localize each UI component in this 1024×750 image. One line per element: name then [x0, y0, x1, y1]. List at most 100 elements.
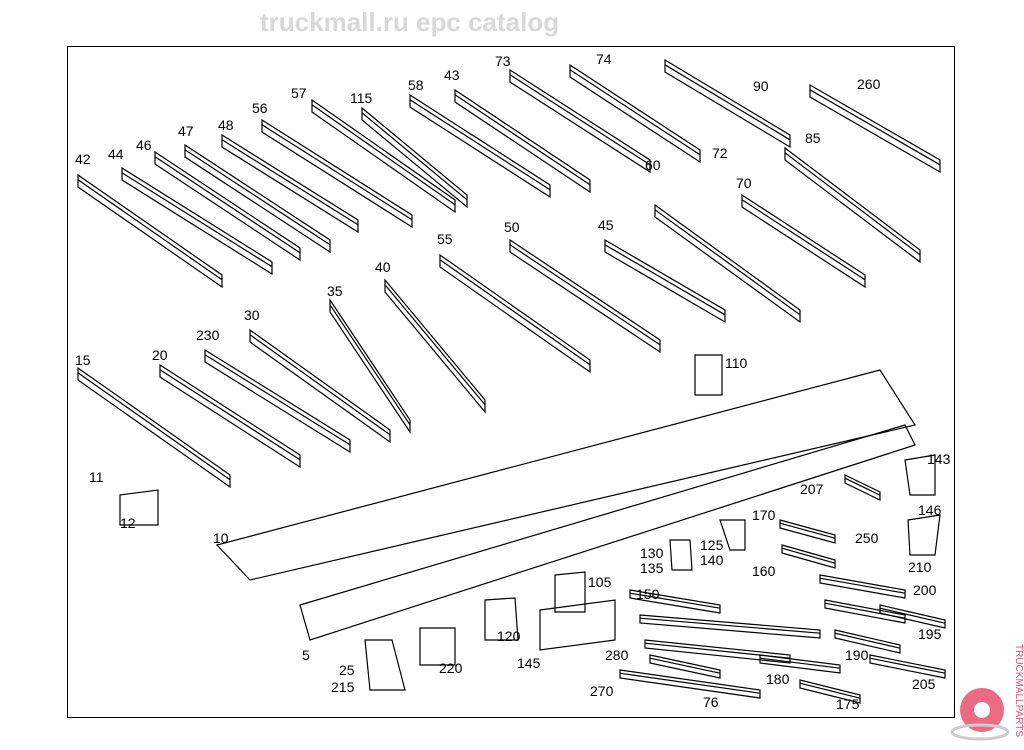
part-label-190[interactable]: 190 — [845, 647, 869, 663]
part-label-195[interactable]: 195 — [918, 626, 942, 642]
part-label-207[interactable]: 207 — [800, 481, 824, 497]
small-plate-13-edge — [869, 657, 946, 674]
part-label-120[interactable]: 120 — [497, 628, 521, 644]
cross-member-6-edge — [311, 104, 456, 206]
part-label-175[interactable]: 175 — [836, 696, 860, 712]
part-label-11[interactable]: 11 — [89, 469, 104, 485]
part-label-125[interactable]: 125 — [700, 537, 724, 553]
small-plate-0-edge — [844, 477, 881, 496]
cross-member-2-edge — [154, 156, 301, 254]
part-label-105[interactable]: 105 — [588, 574, 612, 590]
small-plate-12 — [799, 679, 861, 704]
part-label-135[interactable]: 135 — [640, 560, 664, 576]
part-label-260[interactable]: 260 — [857, 76, 881, 92]
part-label-47[interactable]: 47 — [178, 123, 194, 139]
part-label-280[interactable]: 280 — [605, 647, 629, 663]
part-label-48[interactable]: 48 — [218, 117, 234, 133]
bracket-220 — [419, 627, 456, 666]
cross-member-23-edge — [204, 354, 351, 446]
part-label-44[interactable]: 44 — [108, 146, 124, 162]
cross-member-9-edge — [454, 94, 591, 186]
part-label-160[interactable]: 160 — [752, 563, 776, 579]
small-plate-9-edge — [629, 592, 721, 609]
small-plate-3-edge — [819, 577, 906, 594]
part-label-270[interactable]: 270 — [590, 683, 614, 699]
part-label-15[interactable]: 15 — [75, 352, 91, 368]
part-label-57[interactable]: 57 — [291, 85, 307, 101]
part-label-150[interactable]: 150 — [636, 586, 660, 602]
part-label-5[interactable]: 5 — [302, 647, 310, 663]
part-label-12[interactable]: 12 — [120, 515, 136, 531]
bracket-12 — [119, 489, 159, 526]
part-label-90[interactable]: 90 — [753, 78, 769, 94]
part-label-200[interactable]: 200 — [913, 582, 937, 598]
part-label-55[interactable]: 55 — [437, 231, 453, 247]
part-label-10[interactable]: 10 — [213, 530, 229, 546]
cross-member-16 — [654, 203, 801, 324]
cross-member-12-edge — [664, 64, 791, 141]
bracket-146 — [907, 514, 941, 556]
part-label-74[interactable]: 74 — [596, 51, 612, 67]
part-label-130[interactable]: 130 — [640, 545, 664, 561]
cross-member-3-edge — [184, 149, 331, 246]
cross-member-22-edge — [249, 334, 391, 436]
cross-member-1-edge — [121, 172, 273, 268]
part-label-110[interactable]: 110 — [725, 355, 748, 371]
part-label-140[interactable]: 140 — [700, 552, 724, 568]
small-plate-2 — [781, 544, 836, 569]
small-plate-2-edge — [781, 547, 836, 564]
part-label-146[interactable]: 146 — [918, 502, 942, 518]
bracket-145 — [539, 599, 616, 651]
part-label-115[interactable]: 115 — [350, 90, 373, 106]
part-label-250[interactable]: 250 — [855, 530, 879, 546]
part-label-42[interactable]: 42 — [75, 151, 91, 167]
cross-member-19-edge — [439, 259, 591, 366]
cross-member-4 — [221, 133, 359, 234]
part-label-20[interactable]: 20 — [152, 347, 168, 363]
bracket-120 — [484, 597, 519, 641]
part-label-220[interactable]: 220 — [439, 660, 463, 676]
part-label-73[interactable]: 73 — [495, 53, 511, 69]
part-label-43[interactable]: 43 — [444, 67, 460, 83]
part-label-143[interactable]: 143 — [927, 451, 951, 467]
cross-member-14 — [784, 146, 921, 264]
part-label-45[interactable]: 45 — [598, 217, 614, 233]
part-label-60[interactable]: 60 — [645, 157, 661, 173]
part-label-180[interactable]: 180 — [766, 671, 790, 687]
part-label-215[interactable]: 215 — [331, 679, 355, 695]
small-plate-12-edge — [799, 682, 861, 699]
part-label-58[interactable]: 58 — [408, 77, 424, 93]
part-label-72[interactable]: 72 — [712, 145, 728, 161]
cross-member-22 — [249, 328, 391, 444]
small-plate-13 — [869, 654, 946, 679]
part-label-205[interactable]: 205 — [912, 676, 936, 692]
frame-rail-left — [215, 369, 916, 581]
part-label-85[interactable]: 85 — [805, 130, 821, 146]
cross-member-10 — [509, 68, 651, 174]
part-label-210[interactable]: 210 — [908, 559, 932, 575]
part-label-30[interactable]: 30 — [244, 307, 260, 323]
cross-member-15 — [741, 193, 866, 289]
part-label-70[interactable]: 70 — [736, 175, 752, 191]
cross-member-23 — [204, 348, 351, 454]
cross-member-9 — [454, 88, 591, 194]
part-label-56[interactable]: 56 — [252, 100, 268, 116]
part-label-50[interactable]: 50 — [504, 219, 520, 235]
cross-member-1 — [121, 166, 273, 276]
bracket-125 — [719, 519, 746, 551]
part-label-46[interactable]: 46 — [136, 137, 152, 153]
cross-member-18 — [509, 238, 661, 354]
part-label-76[interactable]: 76 — [703, 694, 719, 710]
small-plate-14-edge — [619, 672, 761, 694]
part-label-145[interactable]: 145 — [517, 655, 541, 671]
part-label-25[interactable]: 25 — [339, 662, 355, 678]
cross-member-24 — [159, 363, 301, 469]
part-label-230[interactable]: 230 — [196, 327, 220, 343]
cross-member-20 — [384, 278, 486, 414]
part-label-35[interactable]: 35 — [327, 283, 343, 299]
part-label-170[interactable]: 170 — [752, 507, 776, 523]
part-label-40[interactable]: 40 — [375, 259, 391, 275]
small-plate-11 — [644, 639, 791, 664]
small-plate-8-edge — [649, 657, 721, 674]
